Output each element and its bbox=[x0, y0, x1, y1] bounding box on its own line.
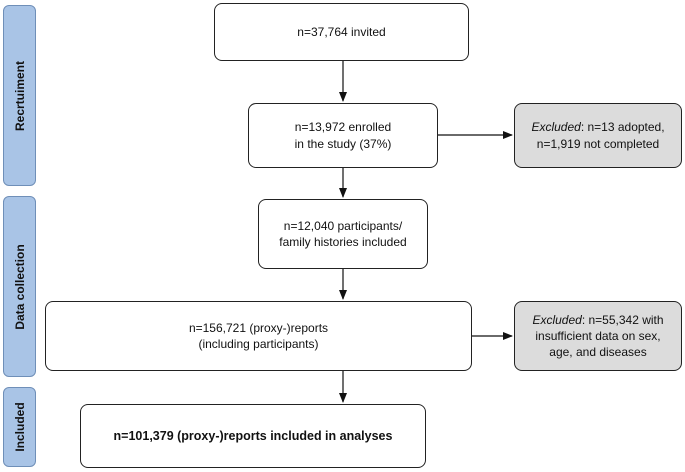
invited-box: n=37,764 invited bbox=[214, 3, 469, 61]
excluded-enrollment-line-2: n=1,919 not completed bbox=[536, 136, 660, 151]
participants-line-2: family histories included bbox=[279, 235, 407, 249]
excluded-reports-line-1: : n=55,342 with bbox=[581, 312, 664, 327]
proxy-reports-line-2: (including participants) bbox=[198, 337, 319, 351]
proxy-reports-line-1: n=156,721 (proxy-)reports bbox=[188, 320, 329, 335]
excluded-enrollment-label: Excluded bbox=[531, 120, 581, 135]
stage-label-data-collection: Data collection bbox=[3, 196, 36, 377]
stage-label-recruitment: Recrtuiment bbox=[3, 5, 36, 186]
stage-label-included: Included bbox=[3, 387, 36, 467]
final-text: n=101,379 (proxy-)reports included in an… bbox=[113, 428, 393, 443]
final-box: n=101,379 (proxy-)reports included in an… bbox=[80, 404, 426, 468]
participants-box: n=12,040 participants/ family histories … bbox=[258, 199, 428, 269]
enrolled-line-1: n=13,972 enrolled bbox=[294, 120, 392, 135]
excluded-reports-line-3: age, and diseases bbox=[549, 345, 647, 360]
excluded-reports-label: Excluded bbox=[532, 312, 582, 327]
enrolled-box: n=13,972 enrolled in the study (37%) bbox=[248, 103, 438, 168]
invited-text: n=37,764 invited bbox=[297, 24, 386, 39]
enrolled-line-2: in the study (37%) bbox=[294, 136, 392, 151]
proxy-reports-box: n=156,721 (proxy-)reports (including par… bbox=[45, 301, 472, 371]
excluded-enrollment-line-1: : n=13 adopted, bbox=[580, 120, 665, 135]
participants-line-1: n=12,040 participants/ bbox=[283, 218, 403, 233]
excluded-enrollment-box: Excluded: n=13 adopted, n=1,919 not comp… bbox=[514, 103, 682, 168]
excluded-reports-line-2: insufficient data on sex, bbox=[535, 328, 661, 343]
excluded-reports-box: Excluded: n=55,342 with insufficient dat… bbox=[514, 301, 682, 371]
